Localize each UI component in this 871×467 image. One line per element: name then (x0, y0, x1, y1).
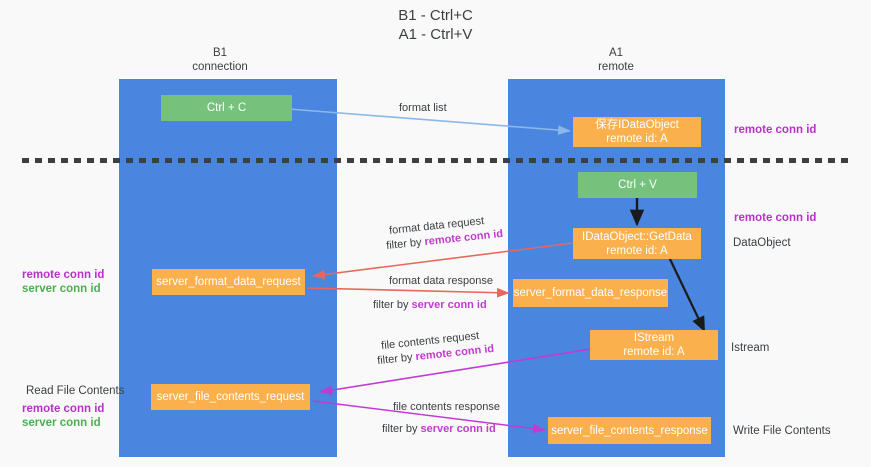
phase-divider (22, 158, 850, 163)
annotation-left-remote-conn-id: remote conn id (22, 269, 105, 281)
node-ctrl-c[interactable]: Ctrl + C (161, 95, 292, 121)
node-server-format-data-response[interactable]: server_format_data_response (513, 279, 668, 307)
edge-label-file-contents-response: file contents response (393, 401, 501, 413)
annotation-dataobject: DataObject (733, 237, 791, 249)
connector-file-contents-request (319, 348, 592, 395)
connector-getdata-istream (667, 254, 705, 332)
page-title: B1 - Ctrl+C A1 - Ctrl+V (398, 7, 473, 43)
filter-prefix: filter by (385, 236, 426, 253)
connector-format-data-request (312, 242, 574, 280)
lane-header-a1: A1 remote (598, 47, 634, 73)
node-server-file-contents-request[interactable]: server_file_contents_request (151, 384, 310, 410)
annotation-istream: Istream (731, 342, 770, 354)
annotation-remote-conn-id-top: remote conn id (734, 124, 817, 136)
edge-label-format-data-response: format data response (389, 275, 493, 287)
annotation-left-remote-conn-id-2: remote conn id (22, 403, 105, 415)
annotation-left-server-conn-id: server conn id (22, 283, 101, 295)
edge-label-format-data-response-filter: filter by server conn id (373, 298, 487, 313)
annotation-read-file-contents: Read File Contents (26, 385, 125, 397)
edge-label-file-contents-response-filter: filter by server conn id (382, 422, 496, 437)
node-server-format-data-request[interactable]: server_format_data_request (152, 269, 305, 295)
node-istream[interactable]: IStream remote id: A (590, 330, 718, 360)
connector-format-data-response (306, 287, 510, 298)
annotation-remote-conn-id-mid: remote conn id (734, 212, 817, 224)
connector-file-contents-response (312, 400, 546, 434)
node-save-idataobject[interactable]: 保存IDataObject remote id: A (573, 117, 701, 147)
annotation-write-file-contents: Write File Contents (733, 425, 831, 437)
lane-header-b1: B1 connection (192, 47, 248, 73)
node-server-file-contents-response[interactable]: server_file_contents_response (548, 417, 711, 444)
node-ctrl-v[interactable]: Ctrl + V (578, 172, 697, 198)
filter-key-server-conn-id: server conn id (411, 299, 487, 311)
connector-format-list (275, 107, 571, 135)
filter-prefix: filter by (376, 351, 417, 368)
filter-key-server-conn-id: server conn id (420, 423, 496, 435)
edge-label-format-list: format list (399, 102, 447, 114)
node-idataobject-getdata[interactable]: IDataObject::GetData remote id: A (573, 228, 701, 259)
annotation-left-server-conn-id-2: server conn id (22, 417, 101, 429)
filter-prefix: filter by (382, 423, 421, 435)
filter-prefix: filter by (373, 299, 412, 311)
